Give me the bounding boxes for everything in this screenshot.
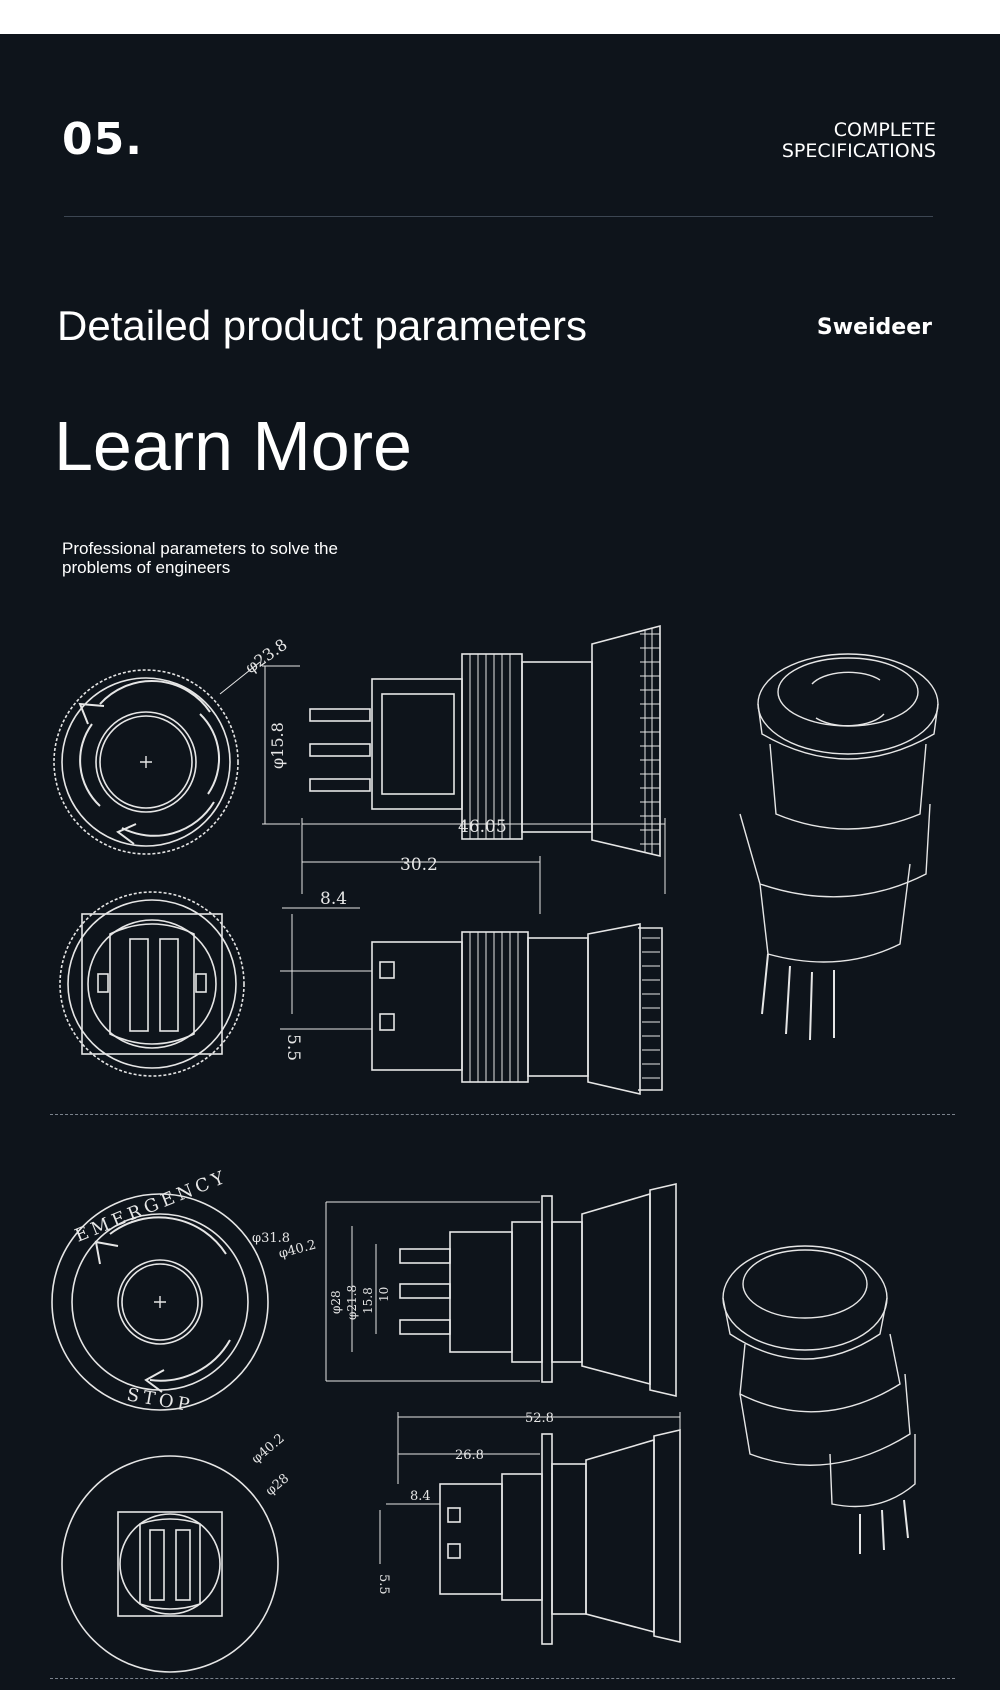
dim-diameter-body: φ15.8 — [268, 722, 287, 769]
dim-cap-inner: φ31.8 — [252, 1231, 290, 1246]
product-3d-view-emergency — [722, 1245, 916, 1554]
front-view-cap — [53, 669, 239, 855]
dim-total-length: 46.05 — [458, 817, 507, 837]
side-view-bottom — [280, 923, 663, 1096]
section-divider — [50, 1114, 955, 1115]
section-tag-line2: SPECIFICATIONS — [781, 140, 936, 162]
dim-bezel: φ28 — [263, 1471, 292, 1499]
dim-body-length: 30.2 — [400, 855, 438, 875]
spec-page: 05. COMPLETE SPECIFICATIONS Detailed pro… — [0, 34, 1000, 1690]
section-tag: COMPLETE SPECIFICATIONS — [782, 120, 936, 162]
product-3d-view — [739, 653, 939, 1041]
dim-body-length-emergency: 26.8 — [455, 1448, 484, 1463]
page-title: Learn More — [54, 407, 412, 485]
header-rule — [64, 216, 933, 217]
dim-terminal: 8.4 — [320, 889, 347, 909]
section-tag-line1: COMPLETE — [833, 119, 936, 141]
side-view-top — [262, 624, 661, 858]
front-view-emergency-cap — [51, 1193, 269, 1411]
back-view — [59, 891, 245, 1077]
dim-terminal-gap: 5.5 — [283, 1034, 303, 1061]
subtitle: Professional parameters to solve the pro… — [62, 539, 338, 577]
label-stop: STOP — [125, 1384, 195, 1416]
dim-total-length-emergency: 52.8 — [525, 1411, 554, 1426]
side-view-emergency-bottom — [379, 1412, 681, 1645]
brand-logo: Sweideer — [816, 315, 932, 340]
back-view-emergency — [61, 1455, 279, 1673]
dim-plate: φ40.2 — [249, 1431, 288, 1467]
section-number: 05. — [62, 114, 143, 165]
dim-terminal-gap-emergency: 5.5 — [376, 1574, 391, 1595]
dim-height-21: φ21.8 — [345, 1285, 359, 1320]
headline: Detailed product parameters — [57, 302, 587, 349]
dim-height-28: φ28 — [329, 1290, 343, 1314]
technical-drawing-standard: φ23.8 φ15.8 46.05 30.2 8.4 — [53, 624, 939, 1096]
dim-terminal-emergency: 8.4 — [410, 1489, 431, 1504]
section-divider-bottom — [50, 1678, 955, 1679]
dim-height-15: 15.8 — [361, 1287, 375, 1314]
technical-drawing-emergency: EMERGENCY STOP φ31.8 φ40.2 φ28 φ21.8 15.… — [51, 1166, 916, 1673]
dim-height-10: 10 — [377, 1287, 391, 1302]
side-view-emergency-top — [325, 1182, 677, 1398]
